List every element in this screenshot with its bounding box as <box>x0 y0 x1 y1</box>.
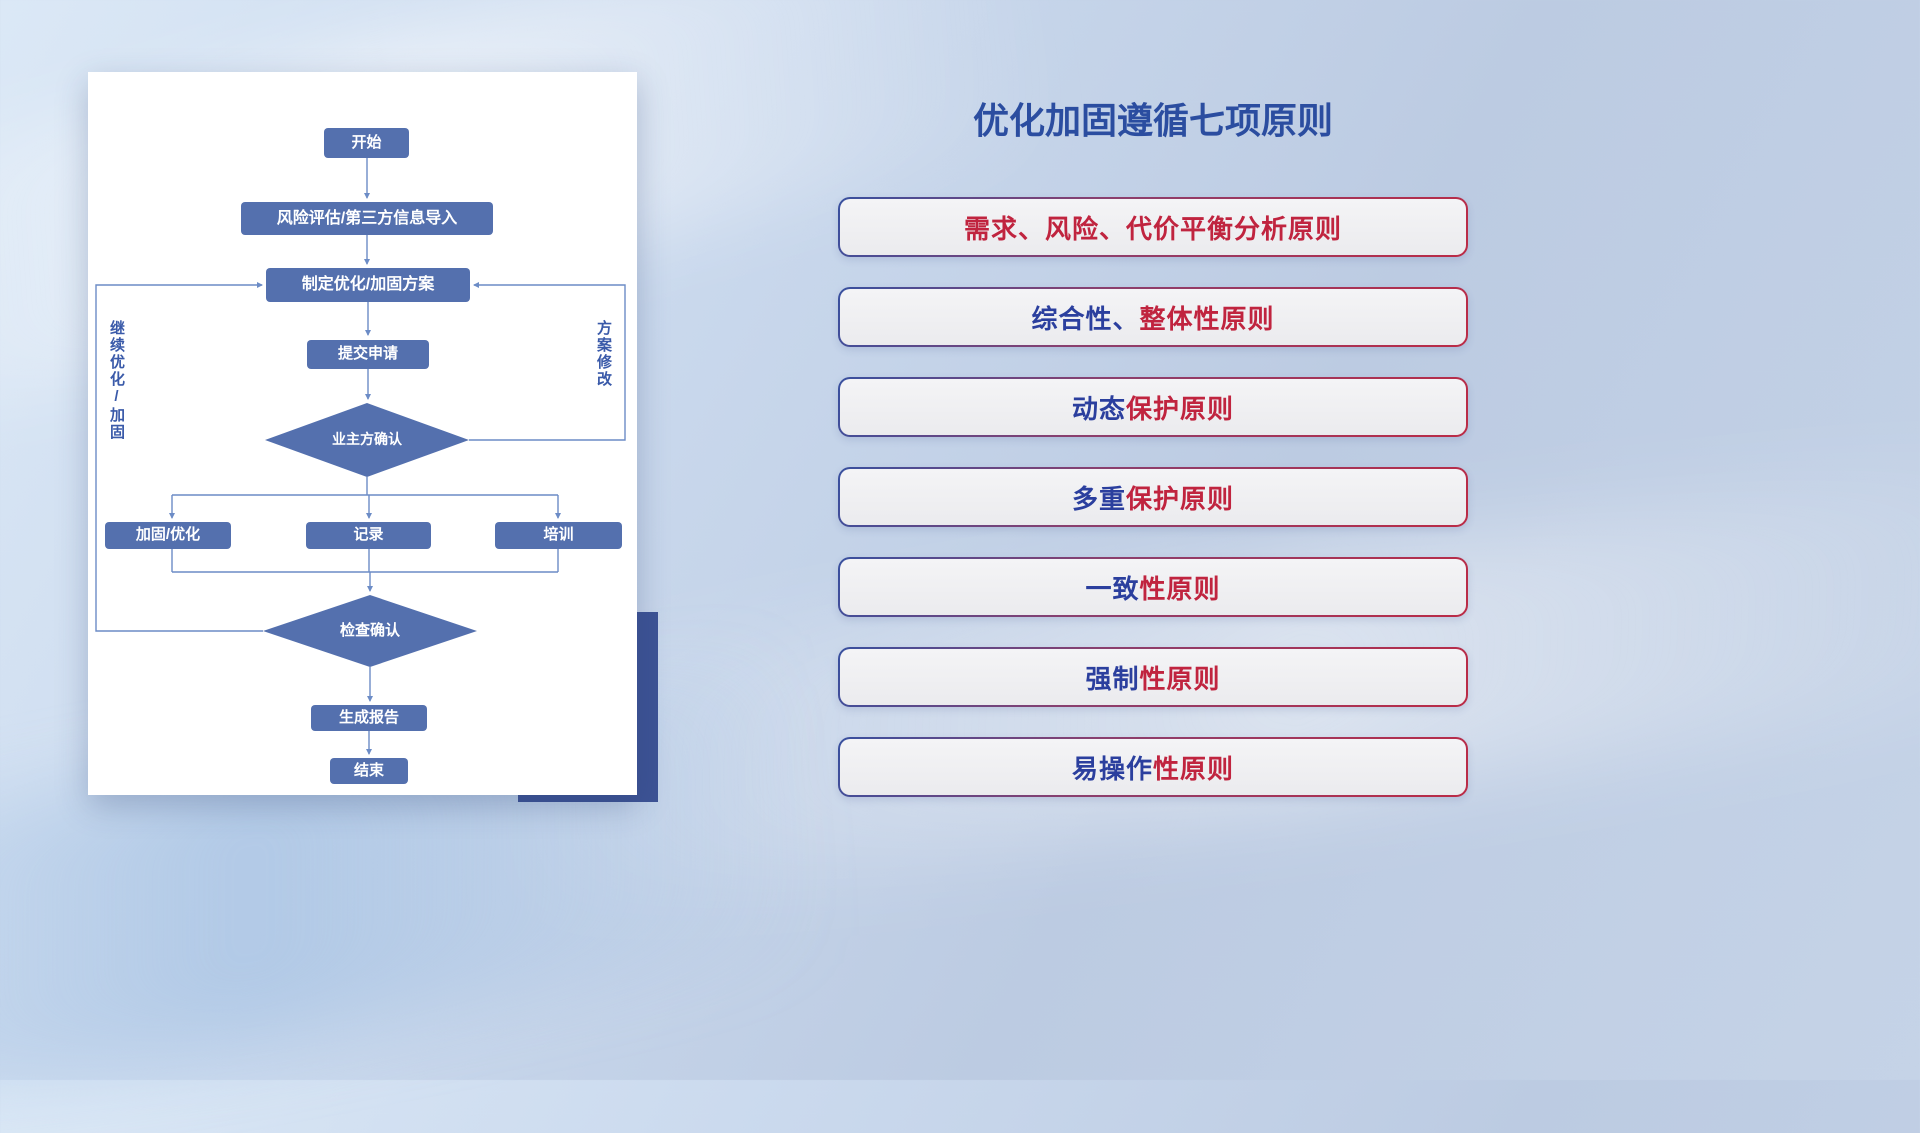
principle-text-red: 保护原则 <box>1126 393 1235 424</box>
principle-card-3: 动态保护原则 <box>838 377 1468 437</box>
page-title: 优化加固遵循七项原则 <box>972 100 1333 141</box>
flowchart-card: 开始 风险评估/第三方信息导入 制定优化/加固方案 提交申请 业主方确认 加固/… <box>88 72 637 795</box>
principle-text-red: 整体性原则 <box>1139 303 1275 334</box>
flow-node-start: 开始 <box>324 128 409 158</box>
principle-card-1: 需求、风险、代价平衡分析原则 <box>838 197 1468 257</box>
flow-node-risk-import: 风险评估/第三方信息导入 <box>241 202 493 235</box>
principle-text-blue: 动态 <box>1071 393 1126 424</box>
principle-card-7: 易操作性原则 <box>838 737 1468 797</box>
flow-node-make-plan: 制定优化/加固方案 <box>266 268 470 302</box>
edge-label-continue: 继续优化/加固 <box>108 320 125 441</box>
principle-text-blue: 多重 <box>1071 483 1126 514</box>
principle-text-blue: 一致 <box>1085 573 1140 604</box>
principle-text-red: 性原则 <box>1139 573 1221 604</box>
principle-text-red: 需求、风险、代价平衡分析原则 <box>963 213 1342 244</box>
principle-text-blue: 综合性、 <box>1031 303 1140 334</box>
flow-node-submit: 提交申请 <box>307 340 429 369</box>
principle-card-5: 一致性原则 <box>838 557 1468 617</box>
flow-node-reinforce: 加固/优化 <box>105 522 231 549</box>
principle-text-red: 保护原则 <box>1126 483 1235 514</box>
flow-node-end: 结束 <box>330 758 408 784</box>
principle-text-red: 性原则 <box>1139 663 1221 694</box>
principle-card-2: 综合性、整体性原则 <box>838 287 1468 347</box>
edge-label-revise: 方案修改 <box>595 320 612 388</box>
principle-card-6: 强制性原则 <box>838 647 1468 707</box>
flow-node-report: 生成报告 <box>311 705 427 731</box>
principle-text-blue: 易操作 <box>1071 753 1153 784</box>
principle-text-blue: 强制 <box>1085 663 1140 694</box>
principle-text-red: 性原则 <box>1153 753 1235 784</box>
principle-card-4: 多重保护原则 <box>838 467 1468 527</box>
flow-node-record: 记录 <box>306 522 431 549</box>
flow-node-training: 培训 <box>495 522 622 549</box>
